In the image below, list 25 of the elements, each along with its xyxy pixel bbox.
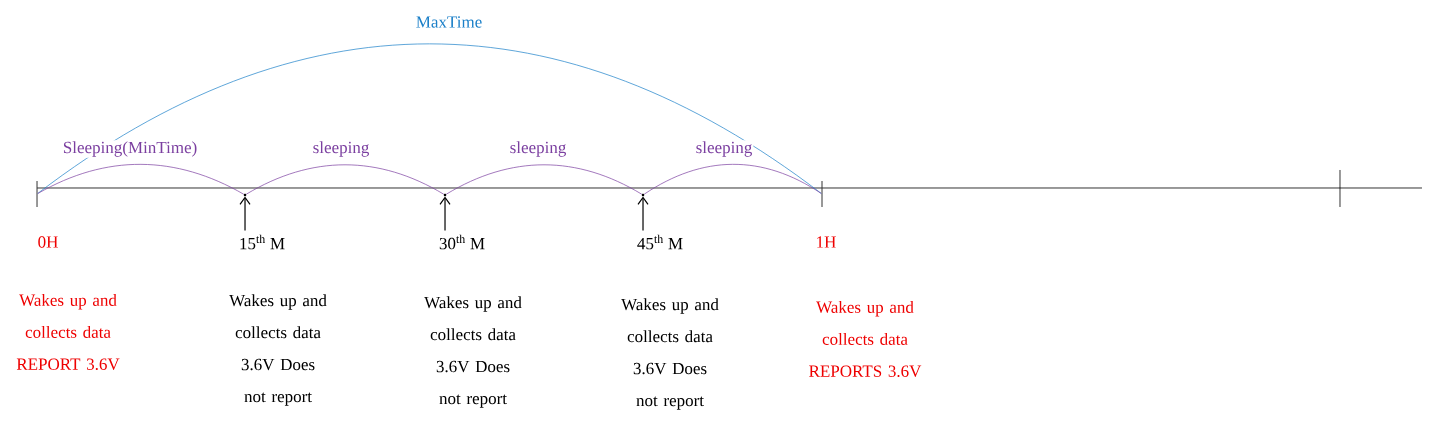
time-label: 0H <box>38 236 58 248</box>
arrow <box>439 196 451 232</box>
arc <box>37 43 822 194</box>
event-description: Wakes up and collects data 3.6V Does not report <box>621 298 719 410</box>
tick-mark <box>36 181 38 207</box>
arrow <box>239 196 251 232</box>
arrow <box>637 196 649 232</box>
arc <box>245 164 445 195</box>
edge-label: MaxTime <box>414 15 484 29</box>
arc <box>643 164 822 195</box>
edge-label: sleeping <box>694 140 754 158</box>
event-description: Wakes up and collects data 3.6V Does not report <box>229 294 327 406</box>
time-label: 15$^{th}$ M <box>240 234 285 250</box>
time-label: 30$^{th}$ M <box>439 234 485 250</box>
time-label: 1H <box>817 236 836 248</box>
event-description: Wakes up and collects data 3.6V Does not report <box>424 296 522 408</box>
event-description: Wakes up and collects data REPORTS 3.6V <box>809 300 922 377</box>
tick-mark <box>821 181 823 207</box>
event-description: Wakes up and collects data REPORT 3.6V <box>16 293 120 370</box>
edge-label: Sleeping(MinTime) <box>61 140 199 158</box>
arc <box>37 164 245 195</box>
arc <box>445 164 643 195</box>
time-label: 45$^{th}$ M <box>637 234 683 250</box>
edge-label: sleeping <box>508 140 568 158</box>
edge-label: sleeping <box>311 140 371 158</box>
